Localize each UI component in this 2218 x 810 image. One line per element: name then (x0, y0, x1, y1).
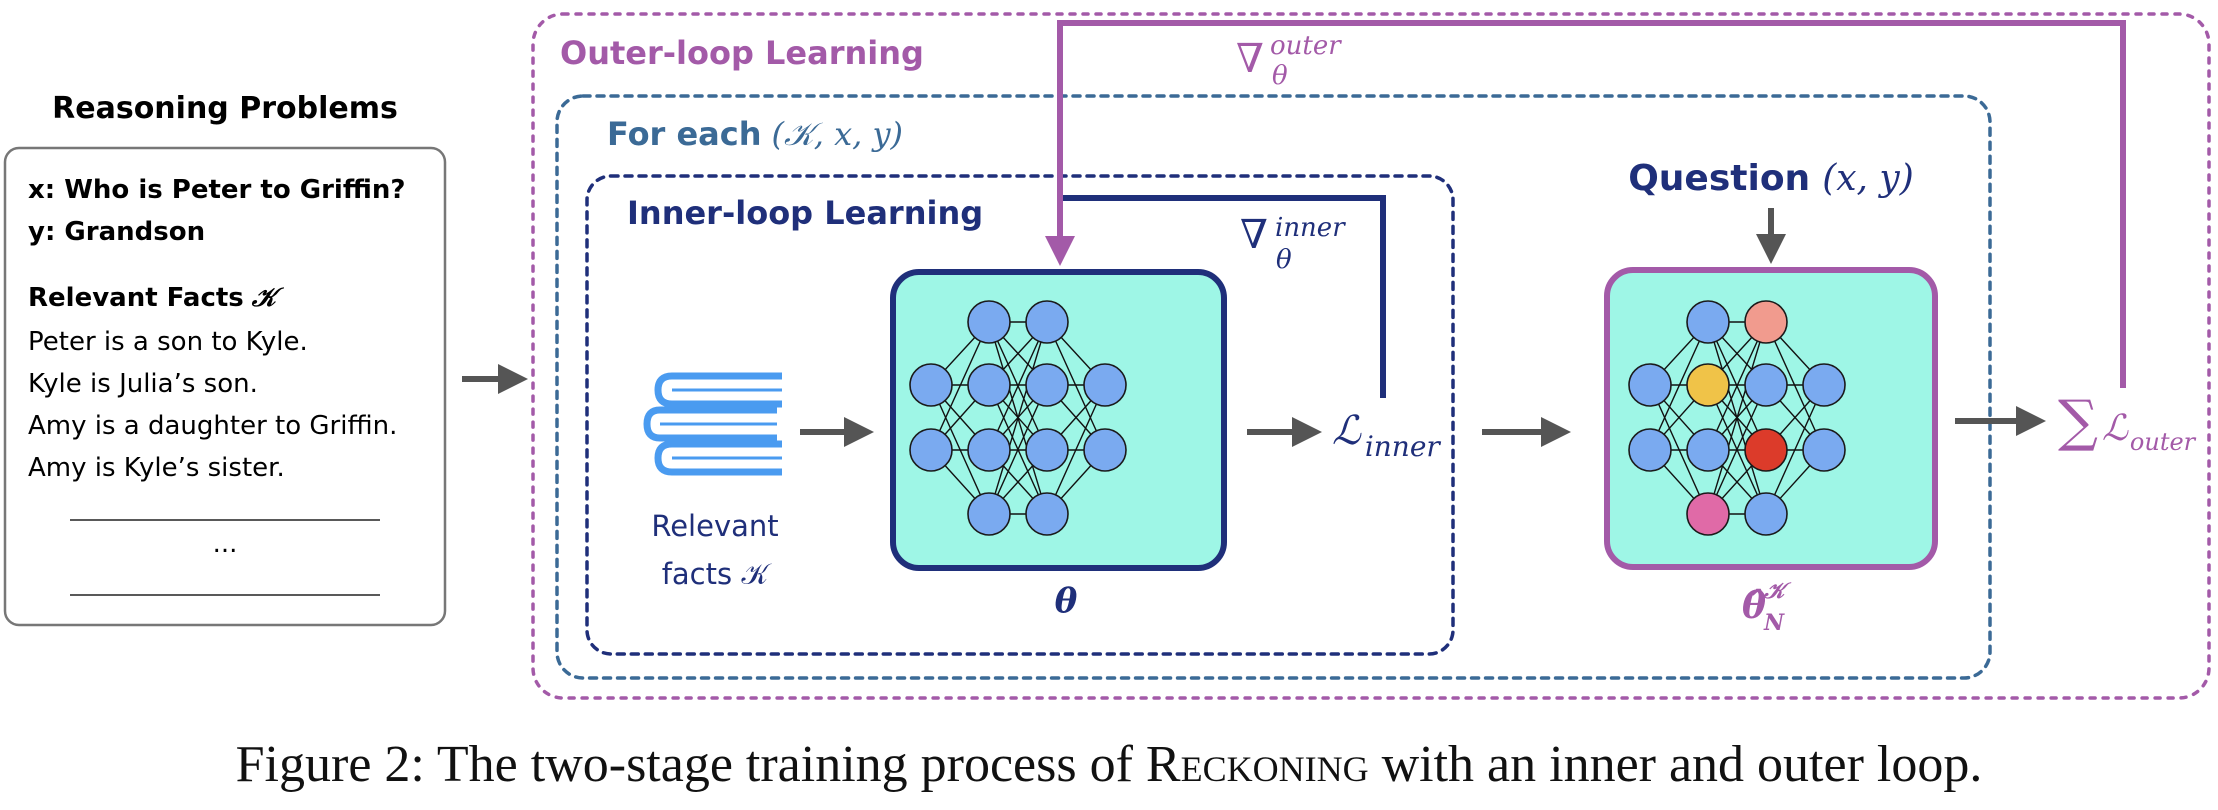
network-node (1628, 363, 1672, 407)
network-edge (1649, 321, 1709, 451)
question-label: Question(x, y) (1628, 158, 1914, 199)
network-node (1802, 428, 1846, 472)
method-name: Reckoning (1145, 736, 1369, 793)
network-edge (1046, 384, 1106, 515)
sum-symbol: ∑ (2058, 389, 2098, 454)
outer-gradient: ∇ outer θ (1236, 31, 1346, 91)
network-edge (988, 321, 1048, 515)
network-node (967, 363, 1011, 407)
theta-hat-sup: 𝒦 (1763, 578, 1792, 604)
problems-title: Reasoning Problems (52, 91, 398, 126)
network-node (1686, 428, 1730, 472)
for-each-title: For each(𝒦, x, y) (607, 115, 903, 153)
y-variable: y (28, 217, 45, 247)
fact-4: Amy is Kyle’s sister. (28, 453, 285, 483)
network-node (1686, 300, 1730, 344)
network-edge (1707, 321, 1767, 451)
theta-hat-label: θ̂ 𝒦 N (1742, 578, 1792, 636)
inner-loss-subscript: inner (1365, 430, 1442, 463)
network-node (967, 300, 1011, 344)
network-node (1083, 428, 1127, 472)
x-variable: x (28, 175, 45, 205)
inner-network-graph (909, 300, 1127, 536)
fact-1: Peter is a son to Kyle. (28, 327, 308, 357)
network-node (1025, 300, 1069, 344)
network-edge (930, 321, 990, 451)
outer-gradient-sup: outer (1270, 31, 1342, 61)
figure-caption: Figure 2: The two-stage training process… (235, 736, 1983, 793)
theta-hat-sub: N (1763, 610, 1785, 636)
network-edge (988, 384, 1048, 515)
books-icon (643, 372, 782, 476)
outer-gradient-sub: θ (1272, 61, 1288, 91)
outer-gradient-path (1045, 20, 2126, 388)
inner-gradient: ∇ inner θ (1240, 212, 1350, 275)
network-node (1744, 300, 1788, 344)
theta-label: θ (1055, 581, 1078, 621)
inner-gradient-sub: θ (1276, 245, 1292, 275)
network-node (1025, 428, 1069, 472)
outer-loop-title: Outer-loop Learning (560, 34, 924, 72)
inner-network-box (890, 269, 1227, 571)
for-each-box (555, 94, 1992, 680)
network-node (909, 428, 953, 472)
network-node (1025, 492, 1069, 536)
network-edge (1765, 321, 1825, 451)
network-node (1686, 363, 1730, 407)
outer-loss-subscript: outer (2130, 428, 2197, 456)
network-edge (1707, 384, 1767, 515)
inner-loop-box (585, 174, 1455, 656)
network-edge (1707, 321, 1767, 515)
network-node (1744, 428, 1788, 472)
books-label-line2: facts 𝒦 (662, 557, 773, 591)
network-node (1802, 363, 1846, 407)
network-node (967, 492, 1011, 536)
network-node (967, 428, 1011, 472)
network-node (909, 363, 953, 407)
facts-ellipsis: ... (213, 529, 238, 559)
inner-gradient-path (1063, 195, 1386, 398)
answer-y-line: y: Grandson (28, 217, 205, 247)
outer-loss: ∑ℒouter (2058, 389, 2197, 456)
x-question-text: : Who is Peter to Griffin? (45, 175, 406, 205)
network-node (1744, 363, 1788, 407)
network-edge (1046, 321, 1106, 451)
fact-2: Kyle is Julia’s son. (28, 369, 258, 399)
network-node (1628, 428, 1672, 472)
network-node (1083, 363, 1127, 407)
network-edge (1765, 384, 1825, 515)
adapted-network-graph (1628, 300, 1846, 536)
network-node (1686, 492, 1730, 536)
network-edge (988, 321, 1048, 451)
y-answer-text: : Grandson (45, 217, 205, 247)
network-node (1744, 492, 1788, 536)
outer-loop-box (531, 12, 2211, 700)
inner-gradient-sup: inner (1275, 213, 1346, 243)
problems-box (3, 146, 447, 627)
for-each-tuple: (𝒦, x, y) (772, 115, 904, 153)
question-tuple: (x, y) (1822, 158, 1914, 199)
network-node (1025, 363, 1069, 407)
books-label-line1: Relevant (651, 509, 778, 543)
fact-3: Amy is a daughter to Griffin. (28, 411, 397, 441)
inner-loop-title: Inner-loop Learning (627, 194, 983, 232)
question-x-line: x: Who is Peter to Griffin? (28, 175, 405, 205)
